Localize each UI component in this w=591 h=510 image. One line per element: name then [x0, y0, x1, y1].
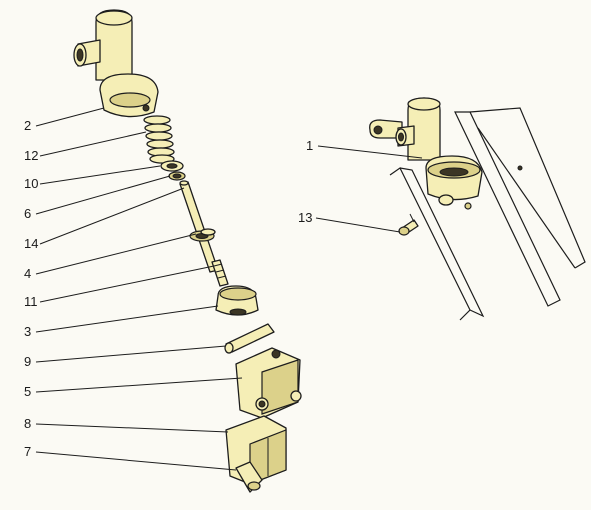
part-1-housing: [369, 97, 483, 210]
part-5-bracket: [235, 347, 302, 419]
label-13: 13: [298, 210, 312, 225]
label-8: 8: [24, 416, 31, 431]
label-10: 10: [24, 176, 38, 191]
label-9: 9: [24, 354, 31, 369]
label-7: 7: [24, 444, 31, 459]
part-7-base: [235, 461, 263, 493]
frame-tubes: [389, 107, 586, 321]
part-2-housing: [73, 9, 159, 118]
part-12-spring: [143, 115, 175, 164]
label-12: 12: [24, 148, 38, 163]
part-13-screw: [398, 213, 419, 236]
label-5: 5: [24, 384, 31, 399]
part-6-clip: [168, 171, 186, 181]
leader-lines: [35, 107, 423, 471]
label-11: 11: [24, 294, 38, 309]
label-1: 1: [306, 138, 313, 153]
label-2: 2: [24, 118, 31, 133]
part-11-threaded-end: [211, 259, 229, 287]
label-14: 14: [24, 236, 38, 251]
label-3: 3: [24, 324, 31, 339]
part-3-cap: [215, 285, 259, 316]
part-14-shaft: [179, 180, 219, 273]
part-10-washer: [160, 160, 184, 172]
part-9-pin: [224, 323, 275, 354]
label-6: 6: [24, 206, 31, 221]
label-4: 4: [24, 266, 31, 281]
